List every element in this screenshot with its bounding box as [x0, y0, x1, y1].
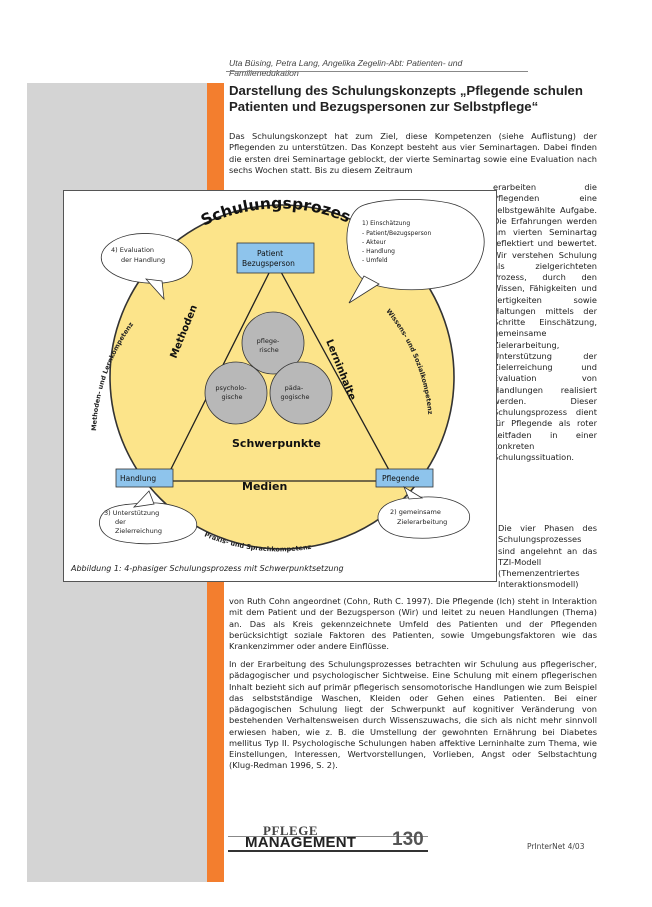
bubble-evaluation	[101, 233, 193, 284]
figure-caption: Abbildung 1: 4-phasiger Schulungsprozess…	[71, 564, 344, 573]
circle-pflege-line2: rische	[259, 346, 279, 354]
circle-paedagogisch	[269, 361, 333, 425]
circle-psycho-line2: gische	[221, 393, 242, 401]
svg-text:3) Unterstützung der: 3) Unterstützung der Zielerreichung	[104, 509, 162, 535]
bubble-eval-line2: der Handlung	[121, 256, 165, 264]
svg-text:1) Einschätzung - Pa: 1) Einschätzung - Patient/Bezugsperson -…	[362, 220, 433, 264]
box-pflegende-label: Pflegende	[382, 474, 420, 483]
paragraph-tzi: von Ruth Cohn angeordnet (Cohn, Ruth C. …	[229, 596, 597, 651]
bubble-unterstuetzung	[99, 502, 198, 545]
bubble-eval-line1: 4) Evaluation	[111, 246, 154, 254]
svg-text:Patient Bezugsperson: Patient Bezugsperson	[242, 249, 295, 268]
svg-text:2) gemeinsame Zielerarbe: 2) gemeinsame Zielerarbeitung	[390, 508, 447, 526]
bubble-einsch-line4: - Handlung	[362, 248, 395, 255]
bubble-unter-line1: 3) Unterstützung	[104, 509, 159, 517]
circle-pflegerisch	[241, 311, 305, 375]
bubble-unter-line3: Zielerreichung	[115, 527, 162, 535]
section-title: Darstellung des Schulungskonzepts „Pfleg…	[229, 83, 583, 115]
box-patient-line2: Bezugsperson	[242, 259, 295, 268]
paragraph-intro: Das Schulungskonzept hat zum Ziel, diese…	[229, 131, 597, 175]
bubble-einsch-line2: - Patient/Bezugsperson	[362, 230, 431, 237]
box-handlung	[115, 468, 174, 488]
paragraph-intro-continued: erarbeiten die Pflegenden eine selbstgew…	[493, 182, 597, 462]
bubble-ziel-line1: 2) gemeinsame	[390, 508, 441, 516]
circle-pflege-line1: pflege-	[257, 337, 280, 345]
schulungsprozess-figure: Schulungsprozess Methoden- und Lernkompe…	[63, 190, 497, 582]
bubble-unter-line2: der	[115, 518, 126, 526]
svg-text:päda- gogische: päda- gogische	[280, 384, 309, 401]
journal-issue: PrInterNet 4/03	[527, 842, 585, 851]
bubble-einsch-line5: - Umfeld	[362, 257, 388, 264]
circle-paed-line2: gogische	[280, 393, 309, 401]
label-medien: Medien	[242, 480, 287, 493]
box-patient	[236, 242, 315, 274]
schulungsprozess-diagram: Schulungsprozess Methoden- und Lernkompe…	[90, 194, 485, 553]
bubble-einsch-line1: 1) Einschätzung	[362, 220, 410, 227]
running-head: Uta Büsing, Petra Lang, Angelika Zegelin…	[229, 58, 463, 78]
svg-text:pflege- rische: pflege- rische	[257, 337, 282, 354]
circle-psycho-line1: psycholo-	[215, 384, 247, 392]
svg-text:psycholo- gische: psycholo- gische	[215, 384, 248, 401]
bubble-einsch-line3: - Akteur	[362, 239, 386, 246]
bubble-ziel-line2: Zielerarbeitung	[397, 518, 447, 526]
footer-rule	[228, 850, 428, 852]
logo-pflege: PFLEGE	[263, 823, 319, 838]
box-handlung-label: Handlung	[120, 474, 156, 483]
bubble-einschaetzung	[346, 198, 485, 291]
label-schwerpunkte: Schwerpunkte	[232, 437, 321, 450]
page-number: 130	[392, 829, 424, 850]
svg-text:4) Evaluation der Handlu: 4) Evaluation der Handlung	[111, 246, 165, 264]
circle-psychologisch	[204, 361, 268, 425]
running-head-rule	[226, 71, 528, 72]
box-patient-line1: Patient	[257, 249, 283, 258]
paragraph-phases: Die vier Phasen des Schulungsprozesses s…	[498, 523, 597, 590]
logo-management: MANAGEMENT	[245, 834, 357, 851]
paragraph-schulung: In der Erarbeitung des Schulungsprozesse…	[229, 659, 597, 771]
circle-paed-line1: päda-	[285, 384, 304, 392]
footer-line	[228, 836, 428, 837]
